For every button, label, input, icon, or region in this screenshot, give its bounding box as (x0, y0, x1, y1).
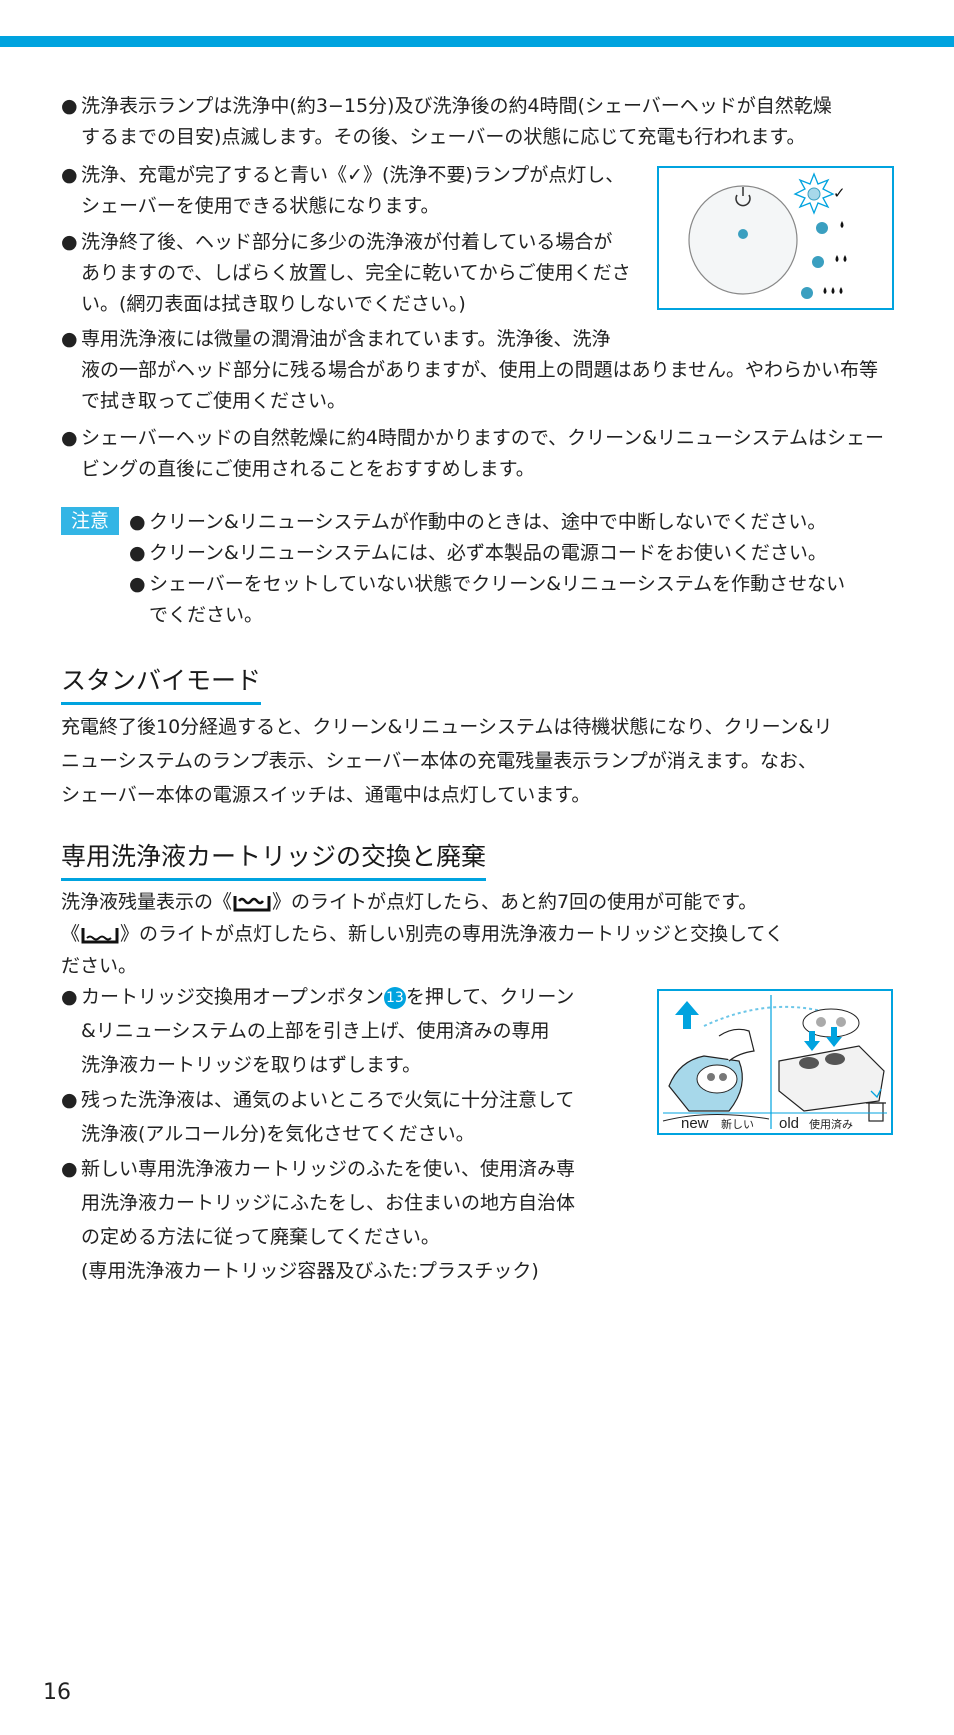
power-lamp (738, 229, 748, 239)
remaining-empty-icon (81, 927, 119, 943)
text-line: クリーン&リニューシステムには、必ず本製品の電源コードをお使いください。 (149, 542, 827, 564)
text-line: い。(網刃表面は拭き取りしないでください。) (81, 293, 466, 315)
text-line: クリーン&リニューシステムが作動中のときは、途中で中断しないでください。 (149, 511, 827, 533)
caution-label: 注意 (61, 507, 119, 535)
text-line: の定める方法に従って廃棄してください。 (81, 1226, 440, 1248)
bullet: ● (61, 427, 78, 449)
text-line: 洗浄液(アルコール分)を気化させてください。 (81, 1123, 475, 1145)
caution-item: ● クリーン&リニューシステムには、必ず本製品の電源コードをお使いください。 (129, 538, 827, 569)
bullet: ● (61, 231, 78, 253)
paragraph-complete-lamp: ● 洗浄、充電が完了すると青い《✓》(洗浄不要)ランプが点灯し、 シェーバーを使… (61, 160, 624, 222)
paragraph-drying: ● シェーバーヘッドの自然乾燥に約4時間かかりますので、クリーン&リニューシステ… (61, 423, 884, 485)
caution-item: ● シェーバーをセットしていない状態でクリーン&リニューシステムを作動させない … (129, 569, 845, 631)
text-line: 洗浄、充電が完了すると青い《✓》(洗浄不要)ランプが点灯し、 (81, 164, 625, 186)
lit-lamp-burst-icon (793, 172, 835, 215)
bullet: ● (61, 1089, 78, 1111)
text-line: シェーバーをセットしていない状態でクリーン&リニューシステムを作動させない (149, 573, 846, 595)
section-title-standby: スタンバイモード (61, 664, 262, 705)
drop-icon (840, 221, 844, 228)
paragraph-after-wash: ● 洗浄終了後、ヘッド部分に多少の洗浄液が付着している場合が ありますので、しば… (61, 227, 631, 320)
text-line: ニューシステムのランプ表示、シェーバー本体の充電残量表示ランプが消えます。なお、 (61, 750, 817, 772)
section-title-cartridge: 専用洗浄液カートリッジの交換と廃棄 (61, 840, 487, 881)
text-line: 用洗浄液カートリッジにふたをし、お住まいの地方自治体 (81, 1192, 576, 1214)
check-icon: ✓ (347, 164, 363, 186)
bullet: ● (61, 1158, 78, 1180)
up-arrow-icon (675, 1001, 699, 1029)
label-old-jp: 使用済み (809, 1117, 853, 1131)
text-line: 残った洗浄液は、通気のよいところで火気に十分注意して (81, 1089, 575, 1111)
open-button-number-badge: 13 (383, 986, 406, 1009)
text-line: ださい。 (61, 955, 138, 977)
bullet: ● (61, 95, 78, 117)
lamp-indicator-figure: ✓ (657, 166, 894, 310)
text-line: 液の一部がヘッド部分に残る場合がありますが、使用上の問題はありません。やわらかい… (81, 359, 879, 381)
text-line: するまでの目安)点滅します。その後、シェーバーの状態に応じて充電も行われます。 (81, 126, 806, 148)
paragraph-lubricant: ● 専用洗浄液には微量の潤滑油が含まれています。洗浄後、洗浄 液の一部がヘッド部… (61, 324, 878, 417)
bullet: ● (61, 164, 78, 186)
move-path-icon (703, 1005, 830, 1027)
text-line: 新しい専用洗浄液カートリッジのふたを使い、使用済み専 (81, 1158, 576, 1180)
text-line: ビングの直後にご使用されることをおすすめします。 (81, 458, 535, 480)
top-accent-bar (0, 36, 954, 47)
lamp-figure-svg: ✓ (688, 172, 847, 299)
label-old: old (779, 1115, 799, 1132)
text-line: &リニューシステムの上部を引き上げ、使用済みの専用 (81, 1020, 550, 1042)
cartridge-bullet-2: ● 残った洗浄液は、通気のよいところで火気に十分注意して 洗浄液(アルコール分)… (61, 1083, 574, 1151)
text-line: 充電終了後10分経過すると、クリーン&リニューシステムは待機状態になり、クリーン… (61, 716, 833, 738)
caution-item: ● クリーン&リニューシステムが作動中のときは、途中で中断しないでください。 (129, 507, 826, 538)
standby-text: 充電終了後10分経過すると、クリーン&リニューシステムは待機状態になり、クリーン… (61, 710, 832, 812)
page-number: 16 (43, 1680, 71, 1705)
cartridge-figure-svg: new 新しい old 使用済み (662, 995, 887, 1132)
bullet: ● (129, 511, 146, 533)
lamp-level-2 (812, 256, 824, 268)
check-icon: ✓ (833, 184, 846, 202)
cartridge-replacement-figure: new 新しい old 使用済み (657, 989, 893, 1135)
text-line: で拭き取ってご使用ください。 (81, 390, 347, 412)
down-arrows-icon (804, 1027, 842, 1051)
cartridge-intro: 洗浄液残量表示の《》のライトが点灯したら、あと約7回の使用が可能です。 《》のラ… (61, 886, 891, 982)
bullet: ● (129, 573, 146, 595)
text-line: シェーバーを使用できる状態になります。 (81, 195, 440, 217)
text-line: 洗浄表示ランプは洗浄中(約3−15分)及び洗浄後の約4時間(シェーバーヘッドが自… (81, 95, 832, 117)
text-line: (専用洗浄液カートリッジ容器及びふた:プラスチック) (81, 1260, 539, 1282)
text-line: 洗浄終了後、ヘッド部分に多少の洗浄液が付着している場合が (81, 231, 613, 253)
remaining-full-icon (233, 895, 271, 911)
text-line: でください。 (149, 604, 264, 626)
text-line: 洗浄液カートリッジを取りはずします。 (81, 1054, 422, 1076)
lamp-level-3 (801, 287, 813, 299)
text-line: 洗浄液残量表示の《》のライトが点灯したら、あと約7回の使用が可能です。 (61, 891, 758, 913)
text-line: 《》のライトが点灯したら、新しい別売の専用洗浄液カートリッジと交換してく (61, 923, 784, 945)
cartridge-bullet-3: ● 新しい専用洗浄液カートリッジのふたを使い、使用済み専 用洗浄液カートリッジに… (61, 1152, 575, 1288)
text-line: ありますので、しばらく放置し、完全に乾いてからご使用くださ (81, 262, 631, 284)
trash-bin-icon (866, 1088, 886, 1122)
bullet: ● (129, 542, 146, 564)
drops-3-icon (823, 287, 843, 294)
label-new: new (681, 1115, 709, 1132)
text-line: 専用洗浄液には微量の潤滑油が含まれています。洗浄後、洗浄 (81, 328, 611, 350)
label-new-jp: 新しい (721, 1117, 754, 1131)
text-line: シェーバー本体の電源スイッチは、通電中は点灯しています。 (61, 784, 591, 806)
bullet: ● (61, 328, 78, 350)
paragraph-wash-lamp: ● 洗浄表示ランプは洗浄中(約3−15分)及び洗浄後の約4時間(シェーバーヘッド… (61, 91, 832, 153)
bullet: ● (61, 986, 78, 1008)
old-cartridge-illustration (778, 1008, 885, 1112)
drops-2-icon (835, 255, 847, 262)
text-line: シェーバーヘッドの自然乾燥に約4時間かかりますので、クリーン&リニューシステムは… (81, 427, 885, 449)
new-cartridge-illustration (662, 1028, 770, 1122)
control-dial (688, 185, 798, 295)
power-icon (735, 187, 751, 207)
lamp-level-1 (816, 222, 828, 234)
